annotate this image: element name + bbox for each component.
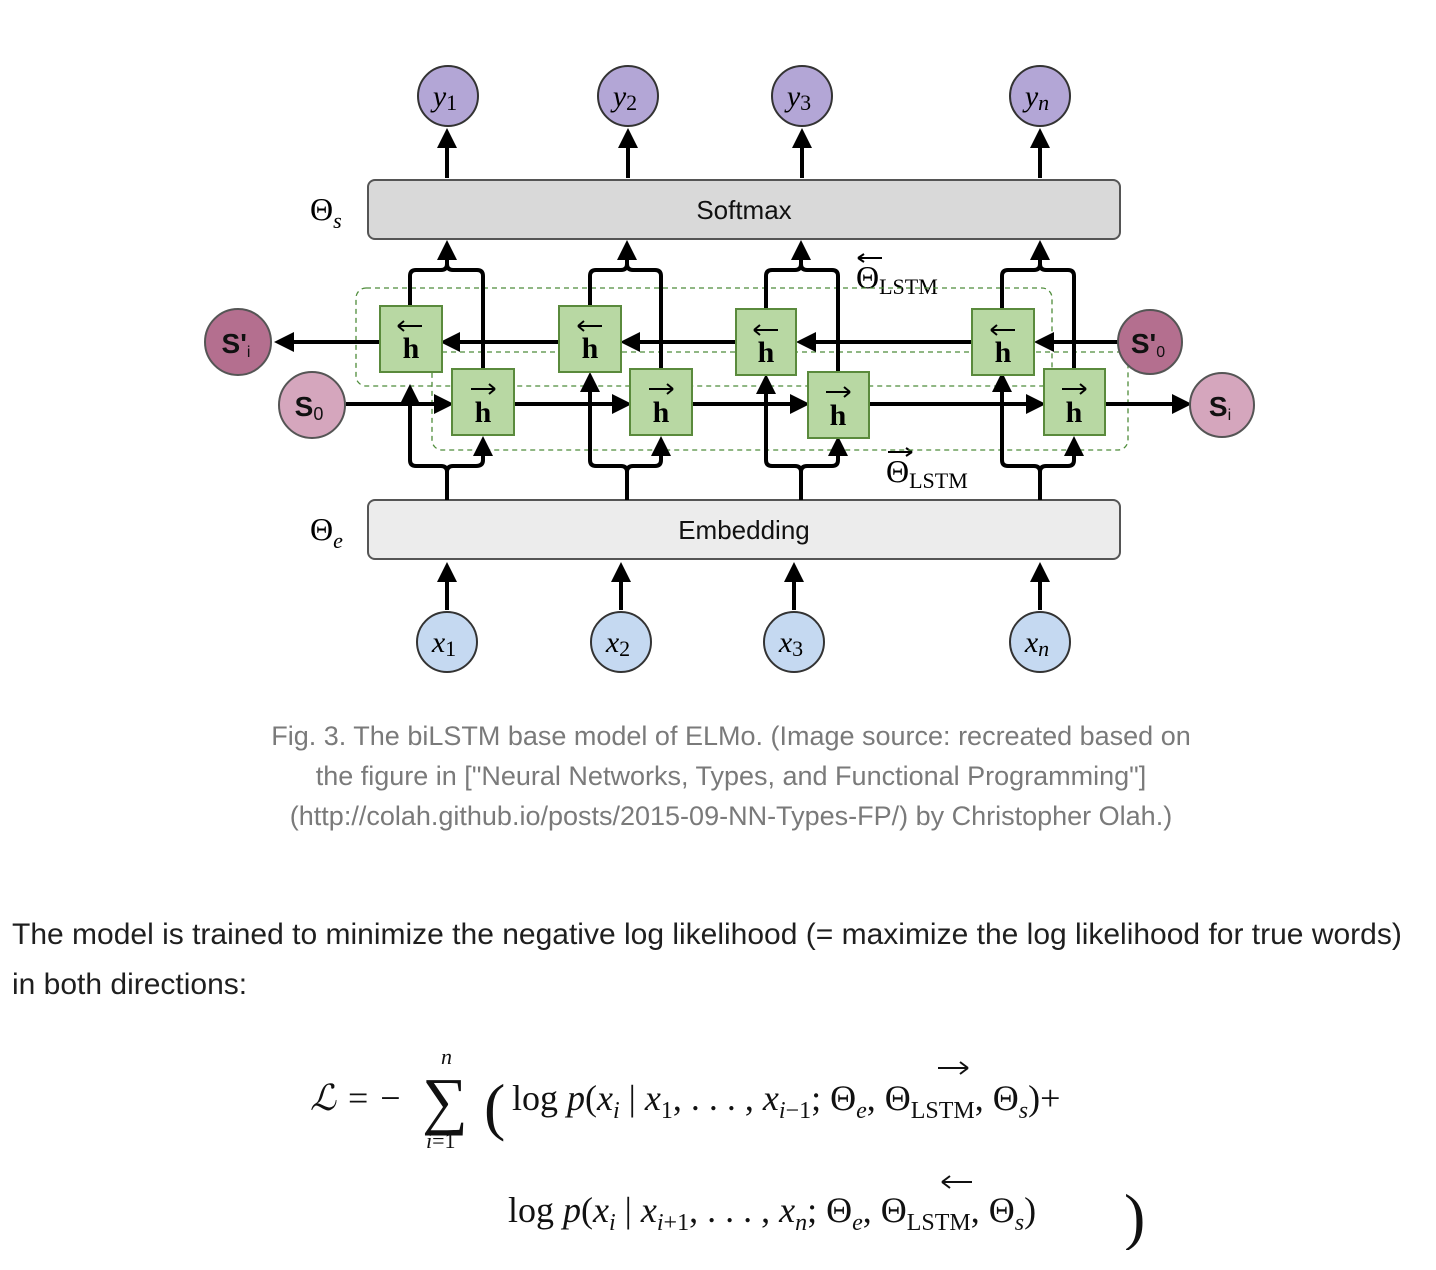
svg-text:h: h: [830, 399, 847, 432]
caption-line: the figure in ["Neural Networks, Types, …: [315, 761, 1147, 791]
svg-text:ΘLSTM: ΘLSTM: [856, 259, 938, 299]
body-paragraph: The model is trained to minimize the neg…: [12, 918, 1402, 1001]
softmax-label: Softmax: [696, 195, 791, 225]
theta-lstm-forward-label: ΘLSTM: [886, 447, 968, 493]
embedding-box: [367, 499, 1121, 560]
forward-hidden-cell: h: [1043, 368, 1106, 436]
svg-text:S'i: S'i: [222, 328, 251, 361]
sum-symbol: ∑: [422, 1065, 468, 1136]
svg-text:h: h: [653, 396, 670, 429]
state-si-node: Si: [1189, 372, 1255, 438]
theta-lstm-backward-label: ΘLSTM: [856, 253, 938, 299]
backward-hidden-cell: h: [379, 305, 443, 373]
theta-s-label: Θs: [310, 191, 342, 233]
svg-text:h: h: [758, 336, 775, 369]
backward-hidden-cell: h: [971, 308, 1035, 376]
close-paren: ): [1124, 1181, 1145, 1250]
sum-lower-limit: i=1: [426, 1128, 456, 1153]
figure-caption: Fig. 3. The biLSTM base model of ELMo. (…: [190, 716, 1272, 836]
backward-arrow-accent: [941, 1175, 972, 1189]
input-node-xn: xn: [1009, 611, 1071, 673]
state-s-prime-0-node: S'0: [1117, 309, 1183, 375]
equation-line-2: log p(xi | xi+1, . . . , xn; Θe, ΘLSTM, …: [508, 1190, 1036, 1236]
sum-upper-limit: n: [441, 1044, 452, 1069]
svg-text:Si: Si: [1209, 391, 1231, 424]
elmo-bilstm-diagram: Softmax Embedding Θs Θe ΘLSTM ΘLSTM: [204, 65, 1255, 673]
state-s-prime-i-node: S'i: [204, 308, 272, 376]
output-node-y2: y2: [597, 65, 659, 127]
svg-text:h: h: [995, 336, 1012, 369]
theta-e-label: Θe: [310, 511, 343, 553]
svg-text:h: h: [403, 332, 420, 365]
svg-text:h: h: [582, 332, 599, 365]
svg-text:h: h: [475, 396, 492, 429]
forward-hidden-cell: h: [807, 371, 870, 439]
forward-hidden-cell: h: [629, 368, 693, 436]
svg-text:y1: y1: [430, 80, 457, 115]
output-node-y3: y3: [771, 65, 833, 127]
caption-line: (http://colah.github.io/posts/2015-09-NN…: [289, 801, 1173, 831]
equation-line-1: ℒ=−: [310, 1078, 401, 1119]
softmax-box: [367, 179, 1121, 240]
svg-text:ΘLSTM: ΘLSTM: [886, 453, 968, 493]
caption-line: Fig. 3. The biLSTM base model of ELMo. (…: [271, 721, 1191, 751]
input-node-x1: x1: [416, 611, 478, 673]
svg-text:log p(xi | x1, . . . , xi−1; Θ: log p(xi | x1, . . . , xi−1; Θe, ΘLSTM, …: [512, 1078, 1060, 1124]
backward-hidden-cell: h: [558, 305, 622, 373]
input-node-x3: x3: [763, 611, 825, 673]
state-s0-node: S0: [278, 371, 346, 439]
embedding-label: Embedding: [678, 515, 810, 545]
svg-text:h: h: [1066, 396, 1083, 429]
loss-equation: ℒ=− ∑ n i=1 ( log p(xi | x1, . . . , xi−…: [310, 1044, 1145, 1250]
input-node-x2: x2: [590, 611, 652, 673]
forward-arrow-accent: [938, 1061, 969, 1075]
output-node-y1: y1: [417, 65, 479, 127]
output-node-yn: yn: [1009, 65, 1071, 127]
open-paren: (: [484, 1071, 505, 1142]
backward-hidden-cell: h: [735, 308, 797, 376]
forward-hidden-cell: h: [451, 368, 515, 436]
